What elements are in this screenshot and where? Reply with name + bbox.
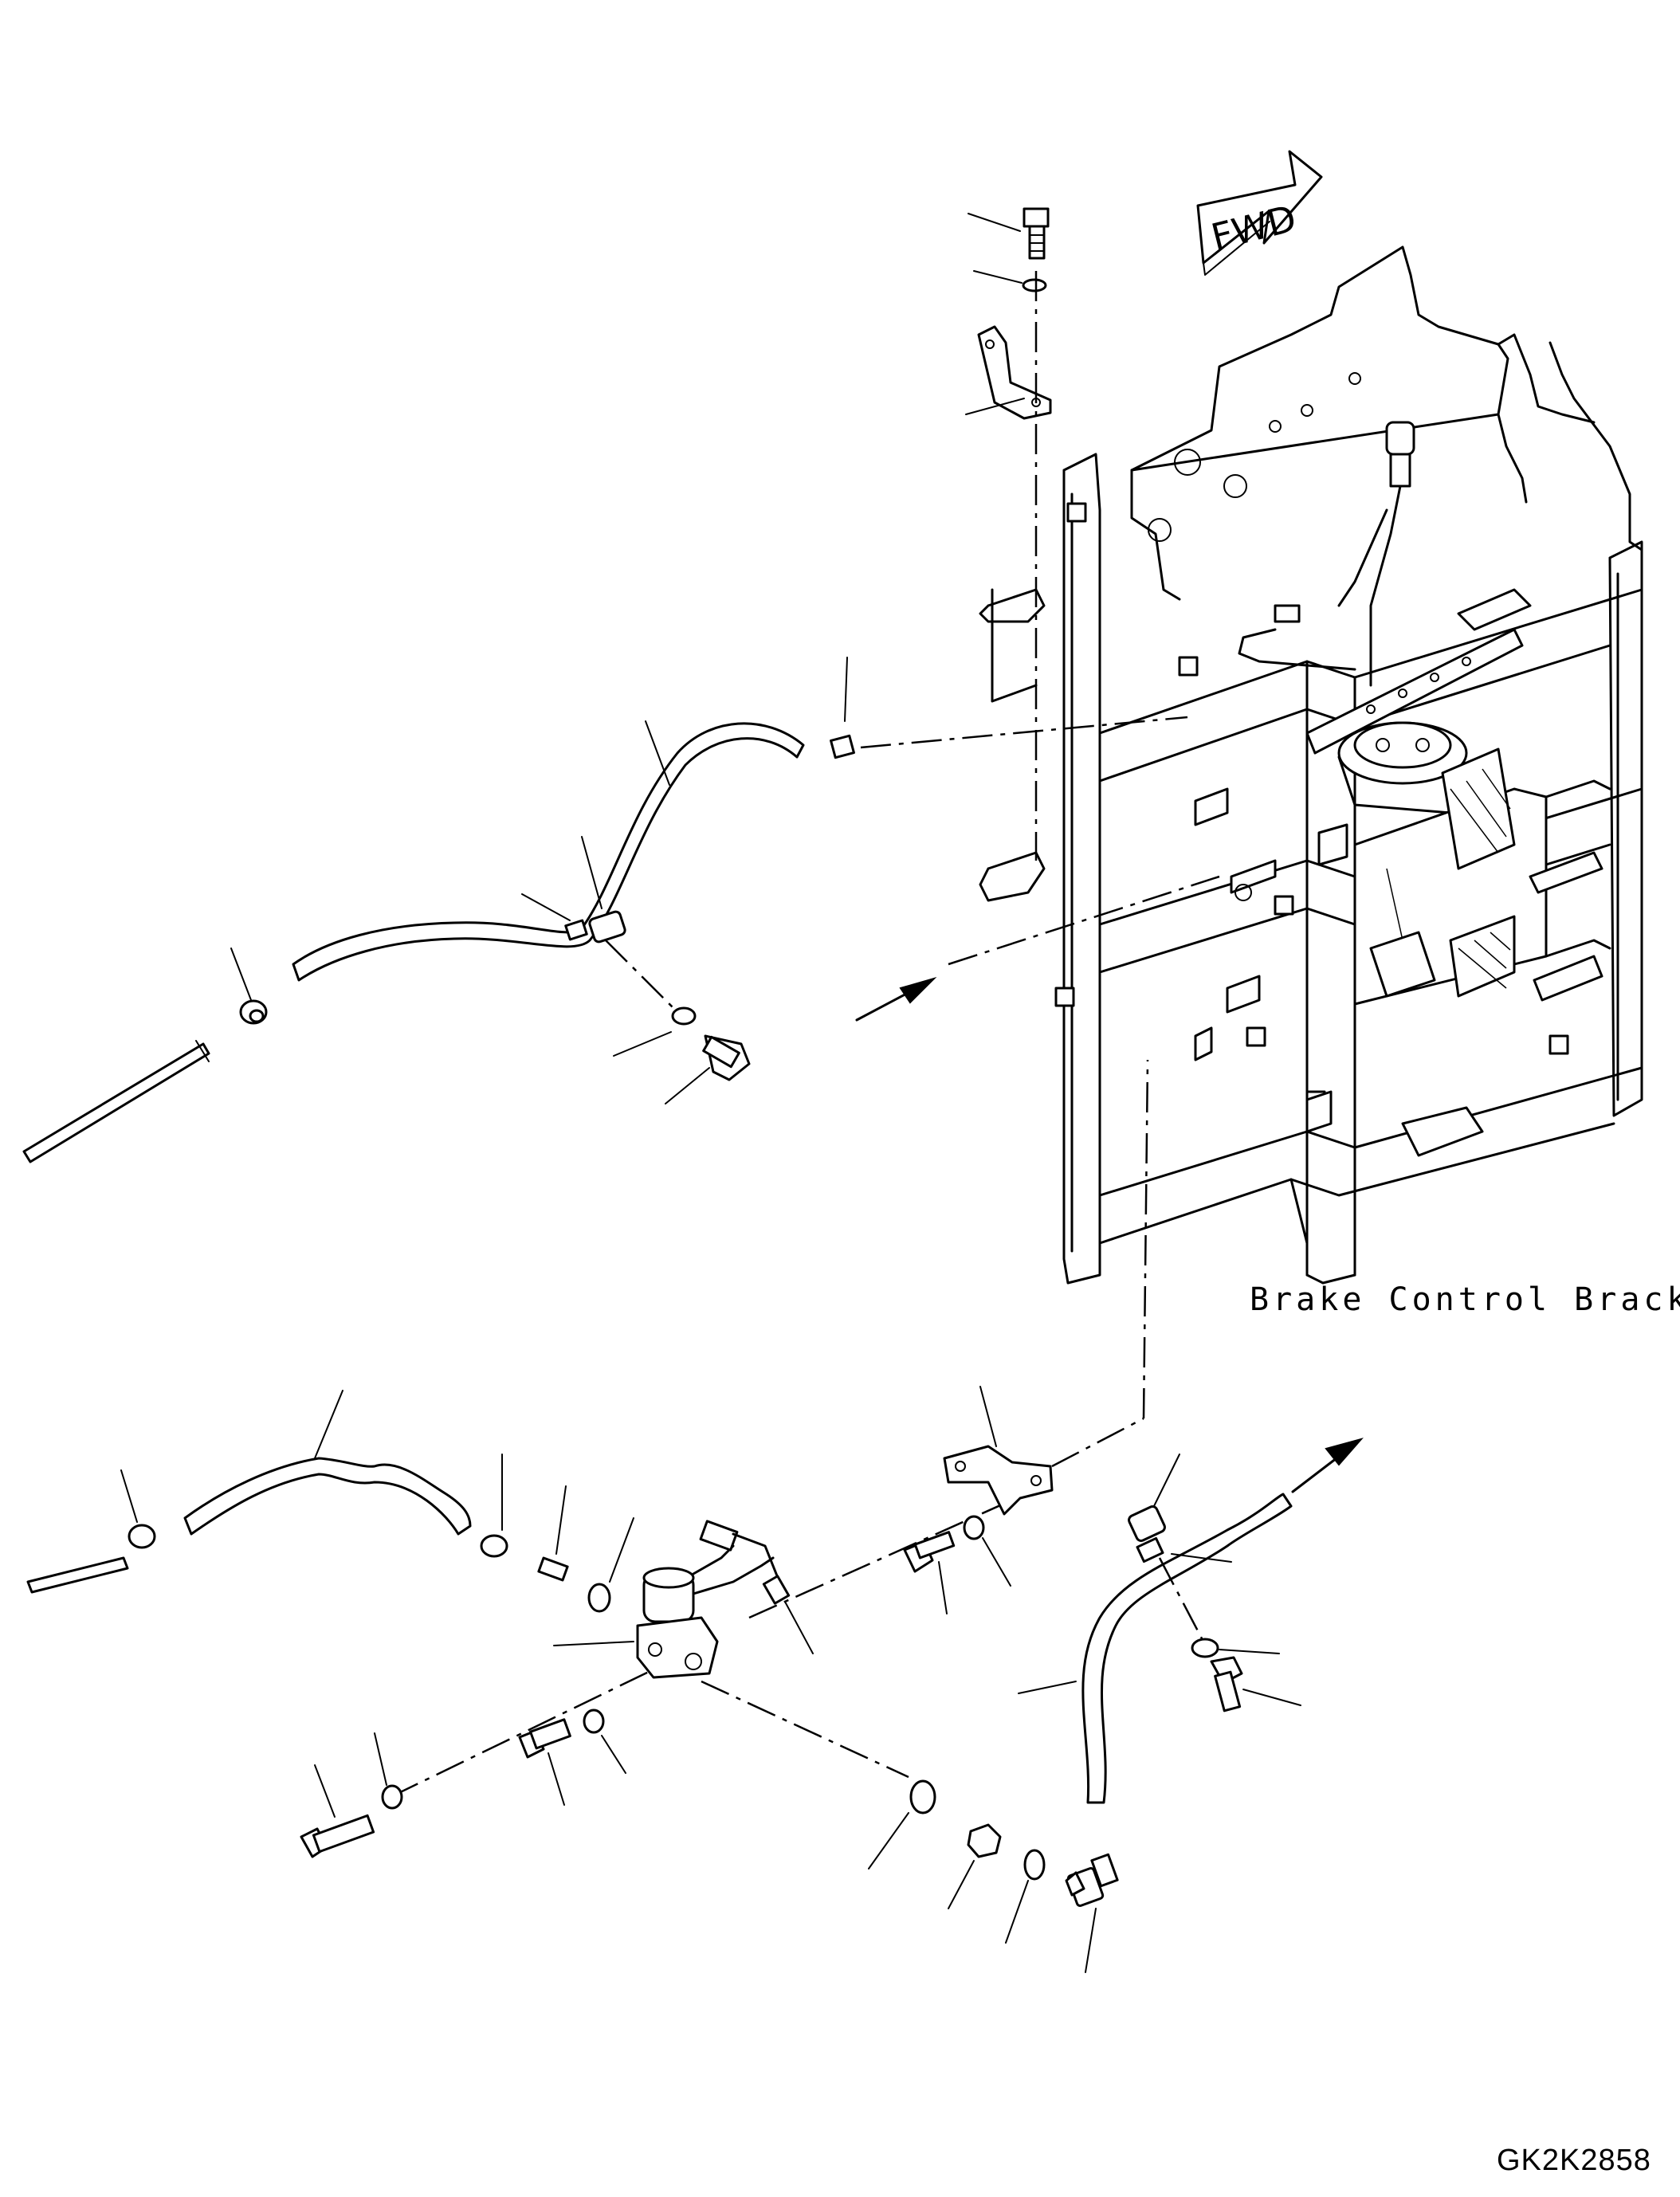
upper-tube: [22, 1040, 210, 1163]
bracket-bolt: [903, 1531, 956, 1614]
clamp-bolt: [665, 1034, 751, 1104]
upper-nut: [830, 657, 855, 759]
brake-control-bracket: [979, 245, 1643, 1285]
right-clamp-bolt: [1210, 1656, 1301, 1712]
forward-direction-label: FWD: [1207, 197, 1300, 259]
valve-port-line: [701, 1680, 909, 1779]
lower-hose-band-right: [480, 1454, 508, 1558]
frame-pointer-line: [860, 716, 1188, 749]
clamp-bolt-line: [605, 940, 686, 1021]
top-bracket: [965, 325, 1052, 420]
bracket-connection-line: [1051, 1417, 1144, 1468]
clamp-washer: [613, 1006, 697, 1057]
short-bolt-washer: [583, 1709, 626, 1774]
right-clamp-washer: [1191, 1638, 1280, 1658]
long-bolt: [300, 1764, 375, 1858]
right-hose-clamp: [1128, 1454, 1232, 1563]
port-seal: [1005, 1849, 1046, 1944]
upper-hose: [292, 720, 805, 982]
lower-tube: [26, 1556, 129, 1594]
forward-arrow-icon: FWD: [1196, 150, 1323, 276]
upper-hose-band: [230, 947, 268, 1025]
top-washer: [973, 270, 1047, 292]
valve-bracket: [943, 1386, 1054, 1516]
lower-oring: [587, 1517, 634, 1613]
assembly-arrow-head: [899, 976, 937, 1004]
lower-fitting: [537, 1485, 569, 1582]
long-bolt-washer: [374, 1732, 403, 1810]
bracket-washer: [963, 1515, 1011, 1587]
port-nut: [948, 1823, 1002, 1909]
short-bolt: [518, 1718, 571, 1806]
bracket-drop-line: [1142, 1059, 1149, 1419]
drawing-code: GK2K2858: [1497, 2144, 1651, 2177]
upper-hose-clamp: [521, 836, 626, 944]
lower-hose-band-left: [120, 1469, 156, 1549]
brake-solenoid-valve: [553, 1520, 814, 1679]
port-oring: [868, 1779, 936, 1869]
right-clamp-line: [1158, 1557, 1205, 1642]
valve-bolt-line: [390, 1668, 654, 1799]
switch-pointer-line: [948, 875, 1220, 966]
top-bolt: [968, 207, 1050, 260]
elbow-fitting: [1065, 1853, 1119, 1973]
lower-hose: [183, 1390, 472, 1536]
outflow-arrow-head: [1325, 1438, 1364, 1466]
assembly-caption: Brake Control Bracket: [1250, 1281, 1680, 1318]
